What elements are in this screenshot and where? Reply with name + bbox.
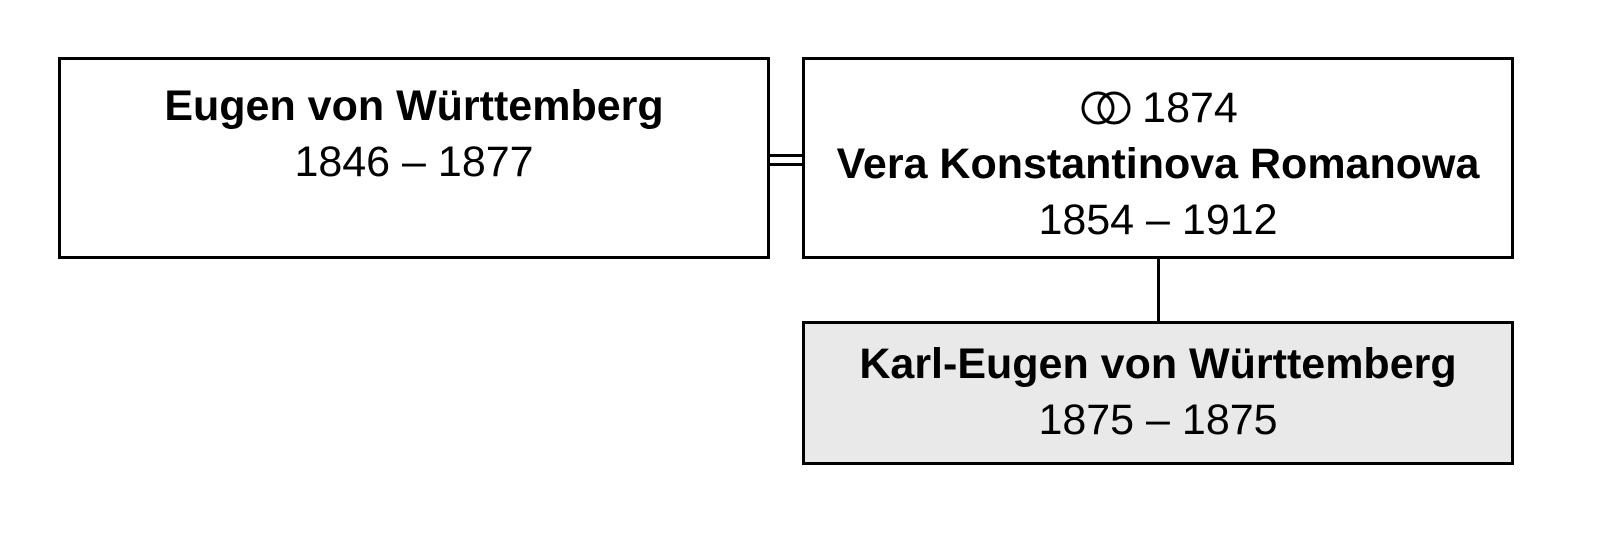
person-box-spouse[interactable]: 1874 Vera Konstantinova Romanowa 1854 – … bbox=[802, 57, 1514, 259]
person-dates: 1875 – 1875 bbox=[1038, 396, 1278, 444]
person-name: Karl-Eugen von Württemberg bbox=[859, 340, 1457, 388]
descent-connector bbox=[1157, 259, 1160, 321]
marriage-info: 1874 bbox=[1078, 80, 1238, 136]
person-name: Vera Konstantinova Romanowa bbox=[836, 140, 1480, 188]
marriage-connector-bottom bbox=[770, 163, 802, 166]
person-box-child[interactable]: Karl-Eugen von Württemberg 1875 – 1875 bbox=[802, 321, 1514, 465]
marriage-connector-top bbox=[770, 154, 802, 157]
wedding-rings-icon bbox=[1081, 91, 1131, 125]
person-box-father[interactable]: Eugen von Württemberg 1846 – 1877 bbox=[58, 57, 770, 259]
person-name: Eugen von Württemberg bbox=[164, 82, 664, 130]
person-dates: 1846 – 1877 bbox=[294, 138, 534, 186]
marriage-year: 1874 bbox=[1142, 84, 1238, 132]
person-dates: 1854 – 1912 bbox=[1038, 196, 1278, 244]
